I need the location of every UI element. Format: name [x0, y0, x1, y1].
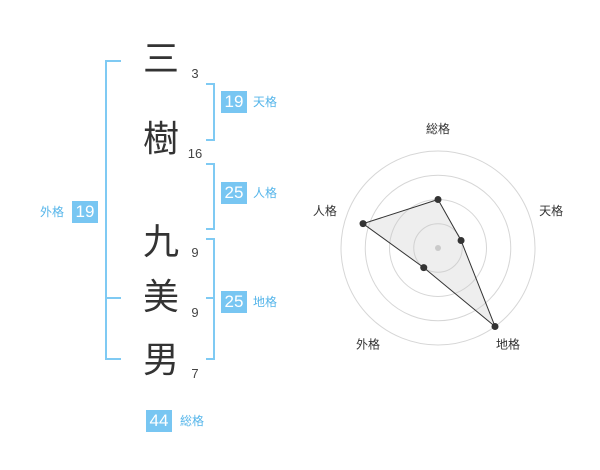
radar-axis-label-5: 人格: [313, 203, 337, 218]
soukaku-value: 44: [146, 410, 172, 432]
radar-center: [435, 245, 441, 251]
name-char-4: 美: [142, 277, 179, 318]
radar-point-1: [434, 196, 442, 203]
stroke-count-3: 9: [191, 245, 199, 260]
tenkaku-label: 天格: [253, 95, 278, 109]
name-char-3: 九: [142, 222, 179, 263]
tenkaku-bracket: [206, 83, 215, 141]
tenkaku-value: 19: [221, 91, 247, 113]
jinkaku-label: 人格: [253, 186, 278, 200]
chikaku-label: 地格: [253, 295, 278, 309]
jinkaku-value: 25: [221, 182, 247, 204]
radar-axis-label-4: 外格: [356, 336, 380, 351]
gaikaku-value: 19: [72, 201, 98, 223]
name-char-2: 樹: [142, 119, 179, 160]
soukaku-label: 総格: [180, 414, 205, 428]
radar-axis-label-2: 天格: [539, 203, 563, 218]
radar-grid-ring: [364, 174, 512, 322]
name-char-5: 男: [142, 340, 179, 381]
name-char-1: 三: [142, 39, 179, 80]
stroke-count-1: 3: [191, 66, 199, 81]
jinkaku-bracket: [206, 163, 215, 230]
stroke-count-2: 16: [187, 146, 203, 161]
stroke-count-4: 9: [191, 305, 199, 320]
stroke-count-5: 7: [191, 366, 199, 381]
gaikaku-label: 外格: [40, 205, 65, 219]
gaikaku-bracket: [105, 60, 121, 360]
radar-grid-ring: [413, 223, 463, 273]
radar-series-polygon: [361, 198, 496, 327]
radar-point-4: [420, 264, 428, 272]
radar-grid-ring: [340, 150, 536, 346]
radar-axis-label-3: 地格: [496, 336, 520, 351]
radar-axis-label-1: 総格: [426, 121, 450, 136]
chikaku-value: 25: [221, 291, 247, 313]
radar-point-2: [457, 237, 465, 245]
radar-point-3: [491, 322, 499, 330]
radar-point-5: [359, 220, 367, 228]
